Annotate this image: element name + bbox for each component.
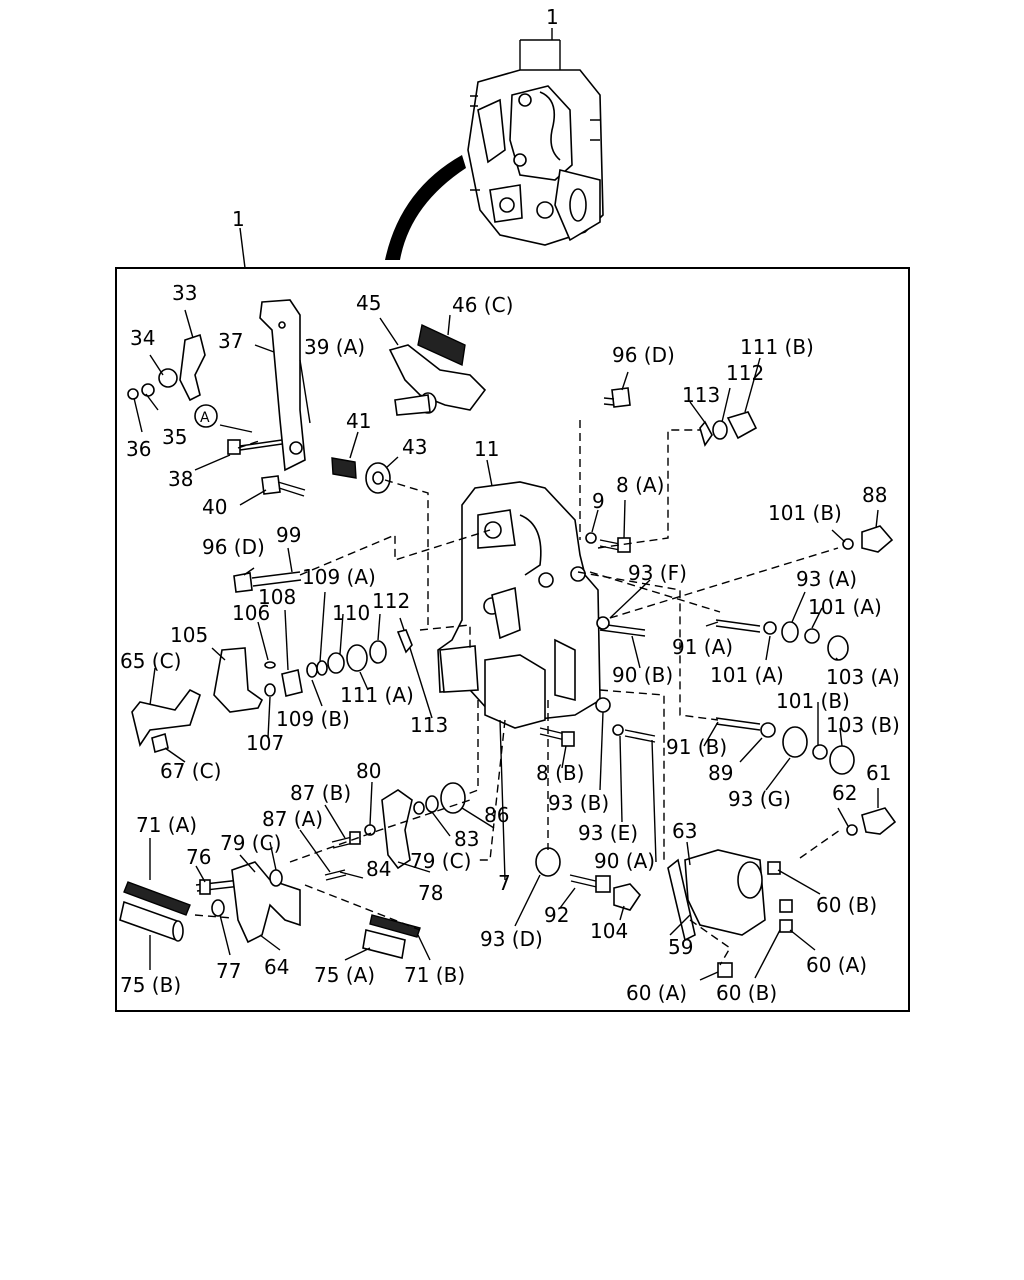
callout-label: 112 — [372, 589, 410, 613]
callout-label: 34 — [130, 326, 155, 350]
callout-label: 112 — [726, 361, 764, 385]
callout-label: 61 — [866, 761, 891, 785]
callout-label: 93 (A) — [796, 567, 857, 591]
pointer-arrow — [385, 155, 466, 260]
callout-label: 43 — [402, 435, 427, 459]
callout-label: 89 — [708, 761, 733, 785]
callout-label: 33 — [172, 281, 197, 305]
callout-label: 37 — [218, 329, 243, 353]
callout-label: 111 (B) — [740, 335, 814, 359]
callout-label: 46 (C) — [452, 293, 513, 317]
callout-label: 64 — [264, 955, 289, 979]
callout-label: 35 — [162, 425, 187, 449]
callout-label: 38 — [168, 467, 193, 491]
callout-label: 75 (A) — [314, 963, 375, 987]
lever-37 — [259, 299, 306, 472]
callout-label: 77 — [216, 959, 241, 983]
callout-label: 84 — [366, 857, 391, 881]
diagram-frame — [115, 267, 910, 1012]
assembled-unit-illustration — [467, 39, 604, 246]
callout-label: 93 (E) — [578, 821, 638, 845]
callout-label: 101 (B) — [776, 689, 850, 713]
callout-label: 93 (B) — [548, 791, 609, 815]
callout-label: 104 — [590, 919, 628, 943]
callout-label: 93 (D) — [480, 927, 543, 951]
callout-label: 9 — [592, 489, 605, 513]
callout-label: 7 — [498, 871, 511, 895]
callout-label: 92 — [544, 903, 569, 927]
callout-label: 80 — [356, 759, 381, 783]
callout-label: 75 (B) — [120, 973, 181, 997]
callout-label: 78 — [418, 881, 443, 905]
callout-label: 1 — [232, 207, 245, 231]
callout-label: 60 (A) — [626, 981, 687, 1005]
callout-label: 96 (D) — [612, 343, 675, 367]
callout-label: 108 — [258, 585, 296, 609]
callout-label: 1 — [546, 5, 559, 29]
callout-label: 45 — [356, 291, 381, 315]
callout-label: 11 — [474, 437, 499, 461]
callout-label: 110 — [332, 601, 370, 625]
callout-label: 101 (A) — [710, 663, 784, 687]
callout-label: 79 (C) — [410, 849, 471, 873]
callout-label: 65 (C) — [120, 649, 181, 673]
callout-label: 99 — [276, 523, 301, 547]
callout-label: 103 (B) — [826, 713, 900, 737]
callout-label: 62 — [832, 781, 857, 805]
callout-label: 111 (A) — [340, 683, 414, 707]
callout-label: 63 — [672, 819, 697, 843]
callout-label: 90 (B) — [612, 663, 673, 687]
callout-label: 36 — [126, 437, 151, 461]
callout-label: 101 (A) — [808, 595, 882, 619]
callout-label: 91 (B) — [666, 735, 727, 759]
callout-label: 87 (A) — [262, 807, 323, 831]
leader-lines — [133, 28, 879, 981]
callout-label: 86 — [484, 803, 509, 827]
callout-label: 60 (A) — [806, 953, 867, 977]
callout-label: 8 (B) — [536, 761, 584, 785]
callout-labels: 1 1 33 34 35 36 37 38 39 (A) 40 41 43 45… — [120, 5, 900, 1005]
callout-label: 93 (G) — [728, 787, 791, 811]
callout-label: 41 — [346, 409, 371, 433]
parts-group — [119, 299, 897, 978]
callout-label: 8 (A) — [616, 473, 664, 497]
callout-label: 76 — [186, 845, 211, 869]
callout-label: 106 — [232, 601, 270, 625]
callout-label: 39 (A) — [304, 335, 365, 359]
callout-label: 88 — [862, 483, 887, 507]
callout-label: 93 (F) — [628, 561, 687, 585]
callout-label: 103 (A) — [826, 665, 900, 689]
circle-a-label: A — [200, 410, 210, 426]
callout-label: 60 (B) — [816, 893, 877, 917]
callout-label: 59 — [668, 935, 693, 959]
callout-label: 83 — [454, 827, 479, 851]
callout-label: 40 — [202, 495, 227, 519]
callout-label: 109 (A) — [302, 565, 376, 589]
callout-label: 113 — [682, 383, 720, 407]
callout-label: 79 (C) — [220, 831, 281, 855]
callout-label: 109 (B) — [276, 707, 350, 731]
callout-label: 101 (B) — [768, 501, 842, 525]
callout-label: 105 — [170, 623, 208, 647]
callout-label: 107 — [246, 731, 284, 755]
callout-label: 96 (D) — [202, 535, 265, 559]
callout-label: 71 (A) — [136, 813, 197, 837]
callout-label: 71 (B) — [404, 963, 465, 987]
callout-label: 87 (B) — [290, 781, 351, 805]
callout-label: 67 (C) — [160, 759, 221, 783]
callout-label: 60 (B) — [716, 981, 777, 1005]
callout-label: 90 (A) — [594, 849, 655, 873]
callout-label: 91 (A) — [672, 635, 733, 659]
callout-label: 113 — [410, 713, 448, 737]
